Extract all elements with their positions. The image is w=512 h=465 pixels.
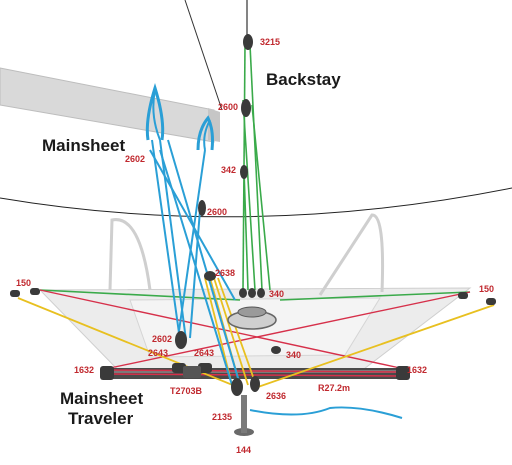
- title-traveler-line2: Traveler: [68, 409, 134, 428]
- label-2600-mid: 2600: [207, 207, 227, 217]
- block-340-top-c: [257, 288, 265, 298]
- block-2636: [250, 376, 260, 392]
- label-340-low: 340: [286, 350, 301, 360]
- block-2600-mid: [198, 200, 206, 216]
- label-342: 342: [221, 165, 236, 175]
- block-3215: [243, 34, 253, 50]
- label-1632-right: 1632: [407, 365, 427, 375]
- block-2602-low: [175, 331, 187, 349]
- label-r272m: R27.2m: [318, 383, 350, 393]
- label-150-left: 150: [16, 278, 31, 288]
- mainsheet-winch-top: [237, 306, 267, 318]
- car-t2703b: [183, 366, 201, 378]
- label-340-top: 340: [269, 289, 284, 299]
- title-mainsheet: Mainsheet: [42, 136, 125, 155]
- pushpit-rail-right: [318, 213, 385, 296]
- traveler-car-2643-left: [172, 363, 186, 373]
- lifeline: [0, 187, 512, 218]
- mainsheet-tackle: [149, 89, 403, 419]
- track-end-left: [100, 366, 114, 380]
- boom: [0, 67, 215, 143]
- label-1632-left: 1632: [74, 365, 94, 375]
- block-2135: [231, 378, 243, 396]
- label-2643-left: 2643: [148, 348, 168, 358]
- label-t2703b: T2703B: [170, 386, 203, 396]
- traveler-control-lines: [39, 289, 471, 377]
- label-2600-top: 2600: [218, 102, 238, 112]
- label-2602-low: 2602: [152, 334, 172, 344]
- label-2643-right: 2643: [194, 348, 214, 358]
- label-2636: 2636: [266, 391, 286, 401]
- label-2638: 2638: [215, 268, 235, 278]
- hardware: [10, 34, 496, 396]
- block-340-top-b: [248, 288, 256, 298]
- label-144: 144: [236, 445, 251, 455]
- backstay-wire: [184, 0, 223, 111]
- backstay-tackle: [39, 44, 471, 301]
- title-traveler-line1: Mainsheet: [60, 389, 143, 408]
- block-2638: [204, 271, 216, 281]
- title-backstay: Backstay: [266, 70, 341, 89]
- label-3215: 3215: [260, 37, 280, 47]
- label-2602-top: 2602: [125, 154, 145, 164]
- boom-bail-front: [145, 82, 165, 141]
- block-340-top-a: [239, 288, 247, 298]
- block-340-low: [271, 346, 281, 354]
- block-150-left-a: [10, 290, 20, 297]
- block-2600-top: [241, 99, 251, 117]
- block-150-right-a: [458, 292, 468, 299]
- track-end-right: [396, 366, 410, 380]
- label-2135: 2135: [212, 412, 232, 422]
- label-150-right: 150: [479, 284, 494, 294]
- block-150-right-b: [486, 298, 496, 305]
- block-150-left-b: [30, 288, 40, 295]
- block-342: [240, 165, 248, 179]
- pushpit-rail-left: [108, 218, 152, 291]
- boom-bail-rear: [196, 115, 214, 151]
- traveler-car-2643-right: [198, 363, 212, 373]
- post-144: [241, 395, 247, 433]
